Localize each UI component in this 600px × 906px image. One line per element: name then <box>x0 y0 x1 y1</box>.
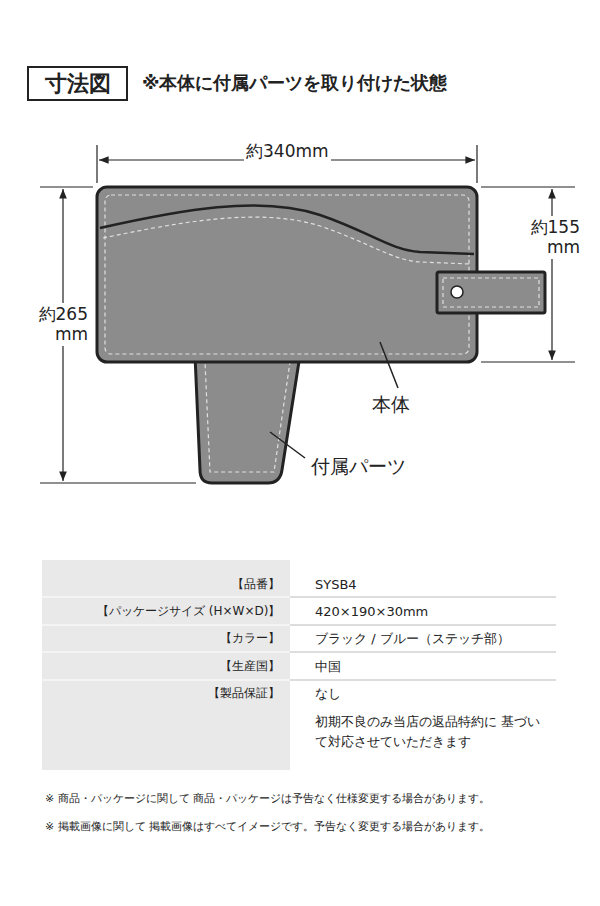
part-name: 本体 <box>372 393 410 416</box>
main-body <box>97 187 477 362</box>
strap-tab <box>437 272 545 313</box>
note: ※本体に付属パーツを取り付けた状態 <box>142 72 448 94</box>
table-head: 【製品保証】 <box>208 686 280 700</box>
dimension-lines <box>40 145 575 483</box>
attached-part <box>195 355 300 483</box>
pocket-stitch <box>103 217 470 264</box>
table-cell: なし <box>315 686 341 702</box>
title-box: 寸法図 <box>27 66 128 101</box>
table-head: 【パッケージサイズ (H×W×D)】 <box>97 604 280 618</box>
table-head: 【カラー】 <box>220 631 280 645</box>
table-rules <box>42 597 556 680</box>
dimension: 約155 mm <box>512 216 582 259</box>
dimension: 約265 mm <box>20 303 90 346</box>
title-text: 寸法図 <box>45 69 111 99</box>
table-cell: 初期不良のみ当店の返品特約に 基づいて対応させていただきます <box>315 712 550 752</box>
table-cell: 中国 <box>315 659 341 675</box>
part-name: 付属パーツ <box>311 455 406 478</box>
table-header-column <box>42 560 290 770</box>
table-cell: 420×190×30mm <box>315 604 428 620</box>
snap-button <box>451 286 463 298</box>
table-head: 【品番】 <box>232 577 280 591</box>
attached-part-stitch <box>205 362 290 472</box>
footnote: ※ 商品・パッケージに関して 商品・パッケージは予告なく仕様変更する場合がありま… <box>45 792 490 805</box>
pocket-edge <box>100 205 474 254</box>
table-cell: ブラック / ブルー（ステッチ部） <box>315 631 510 647</box>
table-cell: SYSB4 <box>315 577 357 593</box>
table-head: 【生産国】 <box>220 659 280 673</box>
tab-stitch <box>443 278 539 307</box>
footnote: ※ 掲載画像に関して 掲載画像はすべてイメージです。予告なく変更する場合がありま… <box>45 820 490 833</box>
dimension: 約340mm <box>244 140 331 162</box>
